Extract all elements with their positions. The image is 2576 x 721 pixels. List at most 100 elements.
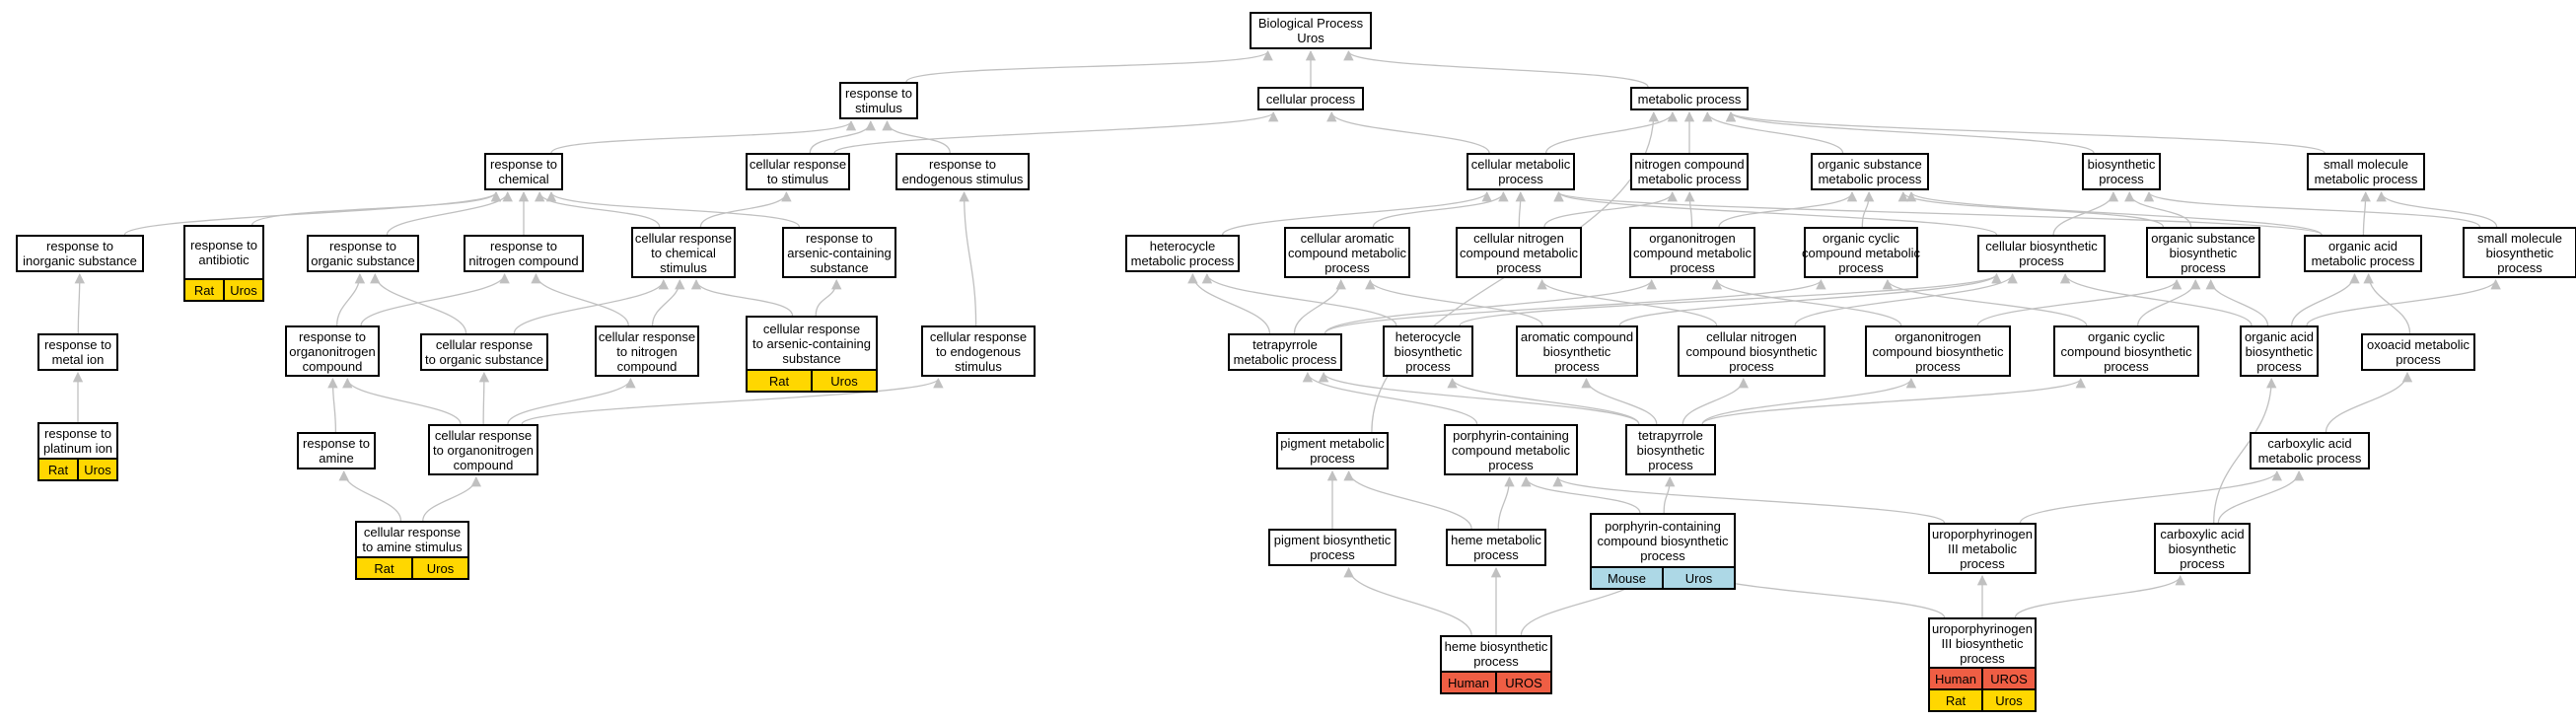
go-term-label-line: small molecule xyxy=(2324,157,2408,172)
annotation-cell: Human xyxy=(1930,669,1981,688)
edge-cell_arom_metab-to-cell_metab xyxy=(1372,190,1509,228)
go-term-node[interactable]: cellular process xyxy=(1257,87,1364,110)
annotation-cell: Human xyxy=(1442,673,1495,692)
go-term-label-line: uroporphyrinogen xyxy=(1932,526,2033,541)
go-term-label-line: response to xyxy=(490,239,557,253)
go-term-node[interactable]: metabolic process xyxy=(1630,87,1749,110)
annotation-cell: Uros xyxy=(411,558,467,578)
go-term-label-line: to organic substance xyxy=(425,352,543,367)
edge-arom_biosyn-to-cell_arom_metab xyxy=(1365,278,1543,326)
go-term-label-line: heme metabolic xyxy=(1451,533,1541,547)
go-term-label-line: stimulus xyxy=(855,101,902,115)
go-term-label-line: biosynthetic xyxy=(2168,541,2237,556)
annotation-cell: UROS xyxy=(1981,669,2035,688)
annotation-cell: Rat xyxy=(748,371,811,391)
go-term-label-line: biosynthetic xyxy=(1542,343,1611,359)
go-term-label-line: cellular response xyxy=(762,321,861,336)
edge-org_cyclic_biosyn-to-org_cyclic_metab xyxy=(1882,278,2088,326)
go-term-label-line: metabolic process xyxy=(1130,253,1235,268)
go-term-label-line: compound xyxy=(616,358,678,374)
go-term-label-line: to organonitrogen xyxy=(433,442,534,458)
go-term-label-line: process xyxy=(2180,555,2225,571)
edge-tetrapyrrole_biosyn-to-heterocycle_biosyn xyxy=(1447,377,1640,425)
go-term-label-line: compound xyxy=(453,457,514,472)
go-term-label: cellular process xyxy=(1266,92,1355,107)
edge-cell_resp_stim-to-cell_proc xyxy=(833,110,1279,154)
go-term-label-line: cellular biosynthetic xyxy=(1985,239,2098,253)
go-term-label-line: cellular response xyxy=(598,328,696,344)
go-term-box: cellular process xyxy=(1257,87,1364,110)
go-term-label-line: process xyxy=(1473,654,1519,669)
go-term-label-line: process xyxy=(1648,457,1693,472)
edge-arom_biosyn-to-cell_biosyn xyxy=(1618,272,2002,326)
